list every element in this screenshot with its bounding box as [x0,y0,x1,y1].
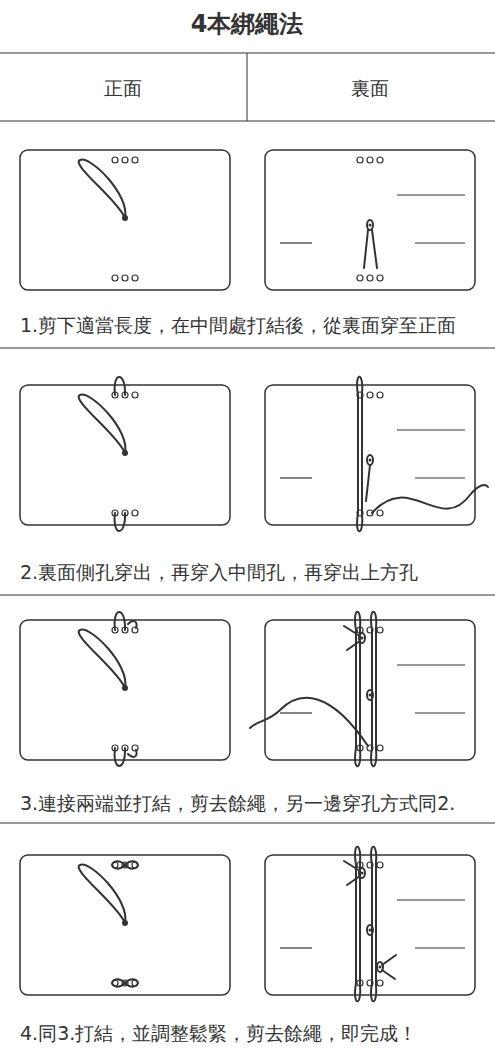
binding-hole [122,157,128,163]
cord-tail [364,230,368,268]
knot [361,637,364,640]
cord-tail [250,698,368,746]
step-caption: 4.同3.打結，並調整鬆緊，剪去餘繩，即完成！ [20,1022,417,1045]
notebook-page [20,620,230,760]
binding-hole [377,510,383,516]
binding-hole [112,275,118,281]
knot [367,220,373,230]
notebook-page [265,620,475,760]
ruled-line [280,477,312,478]
binding-hole [367,157,373,163]
cord-strand [371,847,376,1002]
knot [369,224,372,227]
knot [122,450,128,456]
binding-hole [132,745,138,751]
ruled-line [280,947,312,948]
column-header: 正面 [104,77,142,100]
knot [367,925,373,935]
cord-tail [366,465,370,501]
column-header: 裏面 [351,77,389,100]
knot [361,872,364,875]
cord-loop [79,160,126,218]
knot [122,685,128,691]
cord-tail [344,861,360,871]
cord-tail [372,230,377,268]
ruled-line [415,242,465,243]
binding-hole [132,627,138,633]
rule-line [0,595,495,596]
rule-line [0,823,495,824]
knot [122,215,128,221]
cord-stitch [115,513,125,531]
step-caption: 2.裏面側孔穿出，再穿入中間孔，再穿出上方孔 [20,561,418,584]
notebook-page [265,855,475,995]
cord-tail [372,485,488,513]
binding-hole [377,980,383,986]
ruled-line [280,242,312,243]
notebook-page [265,385,475,525]
ruled-line [280,712,312,713]
cord-tail [382,970,395,979]
cord-stitch [112,861,138,869]
column-divider [247,53,248,121]
binding-hole [132,275,138,281]
knot [367,690,373,700]
cord-strand [371,612,376,767]
ruled-line [415,712,465,713]
binding-hole [132,157,138,163]
cord-stitch [115,377,125,395]
binding-hole [132,510,138,516]
binding-hole [112,157,118,163]
cord-stitch [115,748,137,766]
knot [122,920,128,926]
binding-hole [377,627,383,633]
binding-hole [367,275,373,281]
cord-strand [357,377,362,532]
cord-stitch [115,612,137,630]
knot [369,929,372,932]
knot [379,966,382,969]
ruled-line [397,899,465,900]
cord-tail [382,955,396,965]
ruled-line [397,194,465,195]
knot [369,459,372,462]
ruled-line [415,477,465,478]
binding-hole [377,275,383,281]
notebook-page [20,855,230,995]
binding-hole [357,157,363,163]
notebook-page [265,150,475,290]
ruled-line [397,429,465,430]
knot [369,694,372,697]
cord-stitch [112,979,138,987]
step-caption: 1.剪下適當長度，在中間處打結後，從裏面穿至正面 [20,314,456,337]
ruled-line [415,947,465,948]
binding-hole [377,745,383,751]
title: 4本綁繩法 [191,10,304,39]
binding-hole [377,157,383,163]
binding-hole [357,275,363,281]
cord-loop [79,395,126,453]
notebook-page [20,150,230,290]
cord-tail [347,876,360,885]
binding-hole [377,392,383,398]
binding-hole [377,862,383,868]
notebook-page [20,385,230,525]
step-caption: 3.連接兩端並打結，剪去餘繩，另一邊穿孔方式同2. [20,792,455,815]
cord-loop [79,630,126,688]
binding-hole [367,392,373,398]
cord-loop [79,865,126,923]
knot [367,455,373,465]
rule-line [0,348,495,349]
cord-tail [347,641,360,650]
binding-hole [132,392,138,398]
binding-hole [122,275,128,281]
cord-tail [344,626,360,636]
ruled-line [397,664,465,665]
